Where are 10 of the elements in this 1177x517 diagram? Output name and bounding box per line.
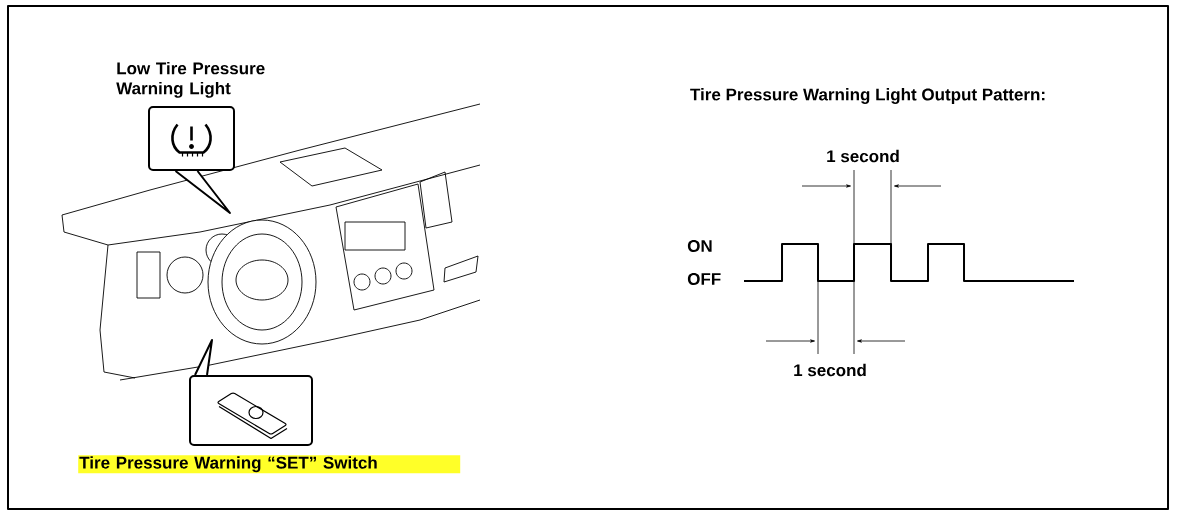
dashboard-drawing (61, 103, 481, 381)
callout-heading: Tire Pressure Warning “SET” Switch (78, 455, 461, 474)
level-label: OFF (687, 273, 721, 286)
dimension-label: 1 second (794, 363, 866, 377)
level-label: ON (687, 240, 712, 253)
callout-pointer (194, 339, 213, 376)
dimension-label: 1 second (827, 149, 899, 163)
callout-pointer (174, 170, 231, 214)
chart-title: Tire Pressure Warning Light Output Pattern: (690, 88, 1045, 104)
callout-heading: Low Tire Pressure Warning Light (116, 61, 265, 98)
